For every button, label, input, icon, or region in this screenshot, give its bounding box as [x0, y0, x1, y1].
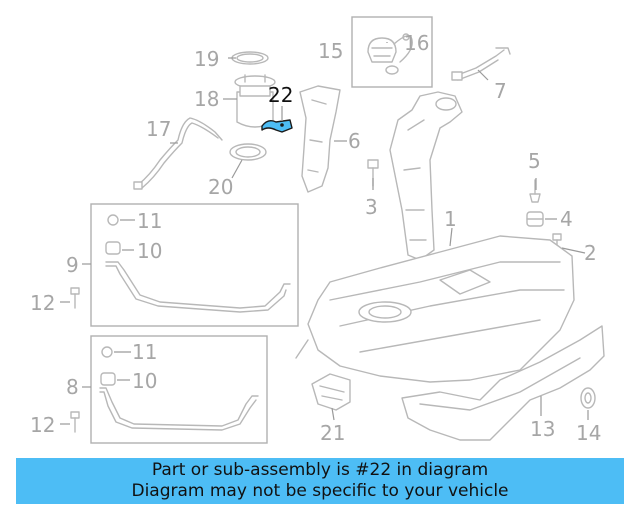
- gasket-part-20: [229, 143, 267, 161]
- tank-strap-lower: [99, 387, 259, 431]
- bolt-part-12a: [70, 287, 80, 309]
- clip-part-5: [529, 179, 541, 203]
- callout-22: 22: [268, 83, 293, 107]
- cap-inset-box: [351, 16, 433, 88]
- grommet-part-14: [580, 387, 596, 409]
- strap-inset-box-upper: [90, 203, 299, 327]
- seal-ring-part-19: [231, 51, 269, 65]
- fuel-cap-part: [367, 33, 413, 75]
- callout-3: 3: [365, 195, 378, 219]
- highlighted-bracket-part-22: [261, 119, 293, 133]
- bolt-part-12b: [70, 411, 80, 433]
- callout-7: 7: [494, 79, 507, 103]
- skid-plate-part-13: [401, 325, 605, 441]
- callout-8: 8: [66, 375, 79, 399]
- callout-16: 16: [404, 31, 429, 55]
- fuel-tank-part-1: [295, 235, 575, 383]
- callout-18: 18: [194, 87, 219, 111]
- callout-5: 5: [528, 149, 541, 173]
- info-banner: Part or sub-assembly is #22 in diagram D…: [16, 458, 624, 504]
- nut-part-11a: [107, 214, 119, 226]
- bracket-part-21: [311, 373, 351, 411]
- insulator-part-10b: [100, 372, 116, 386]
- grommet-part-4: [526, 211, 544, 227]
- callout-14: 14: [576, 421, 601, 445]
- strap-inset-box-lower: [90, 335, 268, 444]
- banner-line-part: Part or sub-assembly is #22 in diagram: [151, 460, 489, 480]
- callout-11-lower: 11: [132, 340, 157, 364]
- filler-neck-part: [389, 91, 463, 261]
- heat-shield-part-6: [299, 85, 341, 193]
- callout-13: 13: [530, 417, 555, 441]
- insulator-part-10a: [105, 241, 121, 255]
- callout-10-lower: 10: [132, 369, 157, 393]
- callout-2: 2: [584, 241, 597, 265]
- callout-1: 1: [444, 207, 457, 231]
- callout-12-lower: 12: [30, 413, 55, 437]
- callout-20: 20: [208, 175, 233, 199]
- callout-19: 19: [194, 47, 219, 71]
- sensor-part-7: [451, 47, 511, 81]
- callout-15: 15: [318, 39, 343, 63]
- tank-strap-upper: [105, 261, 291, 313]
- vent-hose-part-17: [133, 117, 223, 190]
- callout-17: 17: [146, 117, 171, 141]
- callout-11-upper: 11: [137, 209, 162, 233]
- callout-9: 9: [66, 253, 79, 277]
- nut-part-11b: [101, 346, 113, 358]
- callout-4: 4: [560, 207, 573, 231]
- callout-12-upper: 12: [30, 291, 55, 315]
- callout-21: 21: [320, 421, 345, 445]
- leader-lines: [60, 42, 589, 425]
- banner-line-disclaimer: Diagram may not be specific to your vehi…: [131, 481, 509, 501]
- callout-10-upper: 10: [137, 239, 162, 263]
- callout-6: 6: [348, 129, 361, 153]
